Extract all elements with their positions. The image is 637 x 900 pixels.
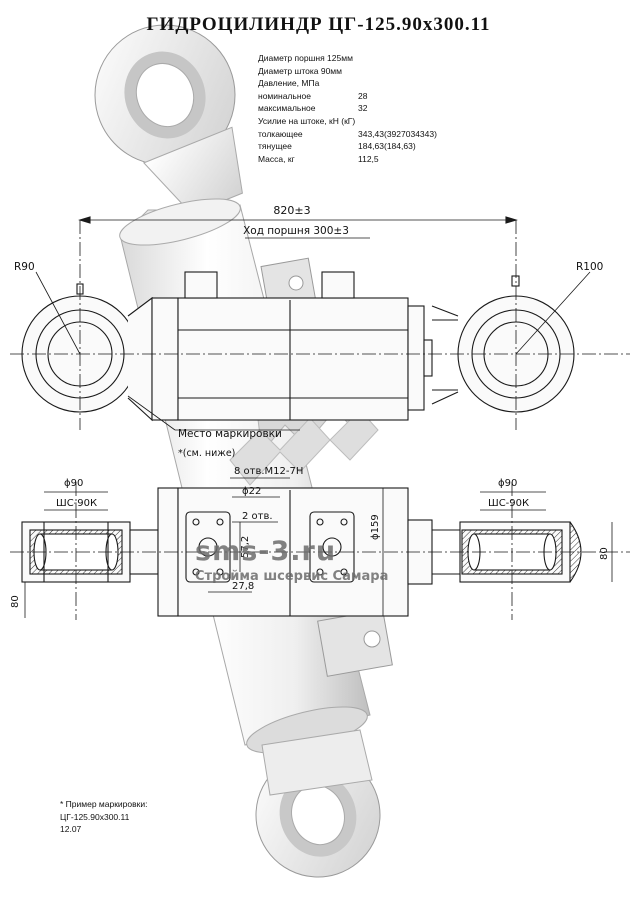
- dim-left-bore: ϕ90: [64, 478, 83, 489]
- spec-label: номинальное: [258, 90, 311, 101]
- watermark-company: Стройма шсервис Самара: [195, 569, 388, 584]
- top-view: [10, 477, 630, 620]
- spec-row: Диаметр штока 90мм: [258, 65, 355, 78]
- watermark: sms-3.ru Стройма шсервис Самара: [195, 536, 388, 584]
- spec-label: Усилие на штоке, кН (кГ): [258, 115, 356, 126]
- spec-label: Давление, МПа: [258, 78, 320, 89]
- spec-value: 32: [358, 103, 368, 114]
- drawing-title: ГИДРОЦИЛИНДР ЦГ-125.90х300.11: [146, 14, 491, 35]
- marking-place-label: Место маркировки: [178, 428, 282, 440]
- spec-row: Масса, кг 112,5: [258, 153, 379, 166]
- marking-note: *(см. ниже): [178, 448, 235, 459]
- dim-right-width: 80: [599, 547, 610, 560]
- dim-left-width: 80: [10, 595, 21, 608]
- spec-row: тянущее 184,63(184,63): [258, 140, 416, 153]
- spec-label: Масса, кг: [258, 153, 295, 164]
- spec-label: максимальное: [258, 103, 316, 114]
- dimension-labels: 820±3 Ход поршня 300±3 R90 R100 Место ма…: [10, 204, 610, 608]
- spec-label: тянущее: [258, 141, 292, 152]
- spec-row: номинальное 28: [258, 90, 367, 103]
- spec-label: Диаметр штока 90мм: [258, 65, 342, 76]
- dim-right-bearing: ШС-90К: [488, 498, 529, 509]
- spec-row: Давление, МПа: [258, 77, 355, 90]
- spec-value: 184,63(184,63): [358, 141, 416, 152]
- spec-row: максимальное 32: [258, 102, 367, 115]
- spec-value: 28: [358, 90, 368, 101]
- spec-label: толкающее: [258, 128, 303, 139]
- dim-two-holes: 2 отв.: [242, 511, 273, 522]
- dim-stroke: Ход поршня 300±3: [243, 225, 349, 237]
- marking-example-heading: * Пример маркировки:: [60, 799, 148, 809]
- marking-example: * Пример маркировки: ЦГ-125.90х300.11 12…: [60, 798, 147, 836]
- spec-row: Диаметр поршня 125мм: [258, 52, 355, 65]
- dim-left-bearing: ШС-90К: [56, 498, 97, 509]
- dim-spacing-h: 27,8: [232, 581, 254, 592]
- dim-spacing-v: 57,2: [240, 536, 251, 558]
- dim-left-radius: R90: [14, 261, 35, 273]
- dim-right-bore: ϕ90: [498, 478, 517, 489]
- side-view: [10, 216, 630, 431]
- dim-body-dia: ϕ159: [370, 514, 381, 540]
- spec-label: Диаметр поршня 125мм: [258, 53, 353, 63]
- spec-row: толкающее 343,43(3927034343): [258, 128, 437, 141]
- marking-example-line1: ЦГ-125.90х300.11: [60, 811, 130, 822]
- dim-hole-dia: ϕ22: [242, 486, 261, 497]
- dim-overall: 820±3: [273, 204, 310, 217]
- spec-value: 112,5: [358, 153, 379, 164]
- spec-value: 343,43(3927034343): [358, 128, 437, 139]
- dim-bolts: 8 отв.М12-7Н: [234, 466, 303, 477]
- watermark-domain: sms-3.ru: [195, 536, 336, 567]
- dim-right-radius: R100: [576, 261, 603, 273]
- marking-example-line2: 12.07: [60, 824, 82, 834]
- spec-row: Усилие на штоке, кН (кГ): [258, 115, 355, 128]
